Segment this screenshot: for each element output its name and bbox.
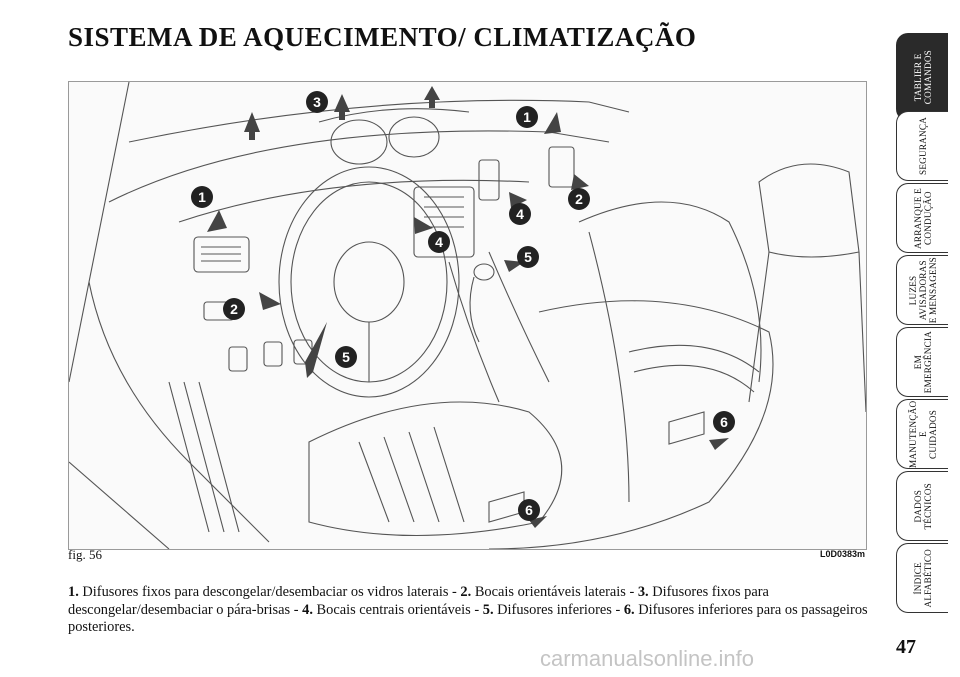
figure-caption: fig. 56	[68, 547, 102, 562]
legend-num-2: 2.	[460, 584, 472, 600]
legend-num-1: 1.	[68, 584, 79, 600]
dashboard-drawing: 3 1 1 2 4 4 5 2 5 6 6	[69, 82, 866, 549]
callout-5-left-marker	[335, 346, 357, 368]
tab-manutencao-cuidados[interactable]: MANUTENÇÃO E CUIDADOS	[896, 399, 948, 469]
legend-num-5: 5.	[482, 601, 494, 618]
tab-label: MANUTENÇÃO E CUIDADOS	[907, 400, 938, 468]
figure-code: L0D0383m	[819, 549, 865, 559]
legend-text-5: Difusores inferiores -	[493, 601, 624, 618]
callout-2-right-marker	[568, 188, 590, 210]
figure-legend: 1. Difusores fixos para descongelar/dese…	[68, 584, 868, 637]
callout-1-right-marker	[516, 106, 538, 128]
tab-arranque-conducao[interactable]: ARRANQUE E CONDUÇÃO	[896, 183, 948, 253]
callout-4-left-marker	[428, 231, 450, 253]
page-number: 47	[896, 636, 916, 658]
callout-1-left-marker	[191, 186, 213, 208]
legend-num-3: 3.	[637, 584, 649, 600]
legend-text-4: Bocais centrais orientáveis -	[312, 601, 483, 618]
callout-6-left-label: 6	[525, 502, 533, 518]
tab-em-emergencia[interactable]: EM EMERGÊNCIA	[896, 327, 948, 397]
callout-4-left-label: 4	[435, 234, 443, 250]
callout-3-marker	[306, 91, 328, 113]
callout-5-left-label: 5	[342, 349, 350, 365]
callout-2-right-label: 2	[575, 191, 583, 207]
watermark: carmanualsonline.info	[540, 646, 755, 671]
dashboard-illustration: 3 1 1 2 4 4 5 2 5 6 6	[68, 81, 867, 550]
tab-seguranca[interactable]: SEGURANÇA	[896, 111, 948, 181]
tab-dados-tecnicos[interactable]: DADOS TÉCNICOS	[896, 471, 948, 541]
callout-6-left-marker	[518, 499, 540, 521]
tab-luzes-avisadoras[interactable]: LUZES AVISADORAS E MENSAGENS	[896, 255, 948, 325]
callout-5-right-label: 5	[524, 249, 532, 265]
legend-text-2: Bocais orientáveis laterais -	[471, 584, 638, 600]
callout-markers: 3 1 1 2 4 4 5 2 5 6 6	[191, 91, 735, 521]
callout-2-left-marker	[223, 298, 245, 320]
callout-6-right-marker	[713, 411, 735, 433]
callout-6-right-label: 6	[720, 414, 728, 430]
tab-label: LUZES AVISADORAS E MENSAGENS	[907, 256, 938, 324]
page-title: SISTEMA DE AQUECIMENTO/ CLIMATIZAÇÃO	[68, 22, 697, 52]
callout-1-left-label: 1	[198, 189, 206, 205]
callout-1-right-label: 1	[523, 109, 531, 125]
callout-5-right-marker	[517, 246, 539, 268]
tab-label: ÍNDICE ALFABÉTICO	[912, 548, 933, 608]
callout-3-label: 3	[313, 94, 321, 110]
legend-text-3: Difusores fixos para descongelar/desemba…	[68, 584, 769, 618]
callout-4-right-label: 4	[516, 206, 524, 222]
tab-tablier-comandos[interactable]: TABLIER E COMANDOS	[896, 33, 948, 121]
tab-indice-alfabetico[interactable]: ÍNDICE ALFABÉTICO	[896, 543, 948, 613]
tab-label: TABLIER E COMANDOS	[912, 49, 933, 105]
callout-2-left-label: 2	[230, 301, 238, 317]
legend-text-1: Difusores fixos para descongelar/desemba…	[78, 584, 461, 600]
tab-label: DADOS TÉCNICOS	[912, 482, 933, 530]
legend-num-6: 6.	[623, 601, 635, 618]
legend-text-6: Difusores inferiores para os passageiros…	[68, 601, 868, 636]
tab-label: SEGURANÇA	[917, 117, 928, 175]
tab-label: EM EMERGÊNCIA	[912, 330, 933, 394]
callout-4-right-marker	[509, 203, 531, 225]
tab-label: ARRANQUE E CONDUÇÃO	[912, 187, 933, 249]
legend-num-4: 4.	[302, 601, 313, 618]
